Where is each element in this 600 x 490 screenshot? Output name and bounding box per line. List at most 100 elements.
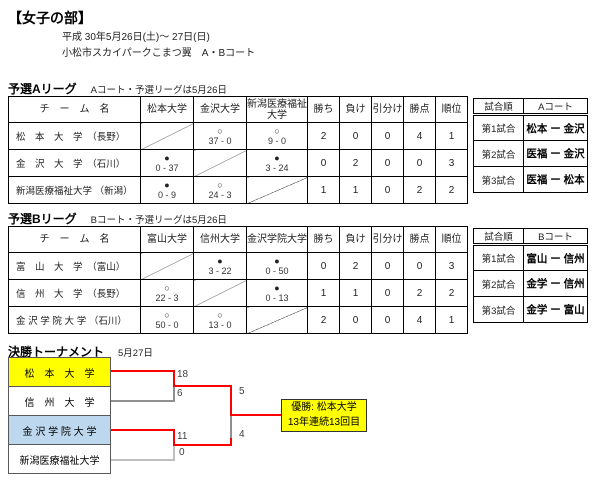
team-name-cell: 信 州 大 学 （長野） (8, 279, 141, 307)
event-date: 平成 30年5月26日(土)～ 27日(日) (62, 32, 210, 43)
team-name-cell: 松 本 大 学 （長野） (8, 122, 141, 150)
match-order-cell: 第3試合 (473, 166, 524, 193)
bracket-final-connector (230, 438, 232, 446)
stat-cell: 2 (403, 176, 436, 204)
stat-cell: 0 (371, 122, 404, 150)
bracket-title: 決勝トーナメント (8, 345, 105, 359)
win-mark: ○ (217, 180, 223, 190)
match-pair-cell: 金学 ー 信州 (523, 270, 588, 297)
stat-cell: 2 (307, 122, 340, 150)
result-cell: ○24 - 3 (193, 176, 247, 204)
result-cell: ●0 - 13 (246, 279, 308, 307)
result-cell: ○37 - 0 (193, 122, 247, 150)
league-b-row: 金 沢 学 院 大 学 （石川） ○50 - 0 ○13 - 0 2 0 0 4… (8, 306, 468, 334)
bracket-heading: 決勝トーナメント 5月27日 (8, 343, 153, 361)
win-mark: ○ (164, 283, 170, 293)
result-score: 13 - 0 (208, 320, 232, 330)
result-score: 0 - 13 (265, 293, 289, 303)
score-final-top: 5 (239, 386, 245, 397)
stat-cell: 1 (435, 306, 468, 334)
stat-cell: 3 (435, 149, 468, 177)
schedule-row: 第3試合 金学 ー 富山 (473, 296, 588, 323)
score-sf2-winner: 11 (177, 431, 188, 442)
champion-line1: 優勝: 松本大学 (291, 402, 357, 413)
bracket-line-sf2-loser (111, 459, 175, 461)
league-a-title: 予選Aリーグ (8, 82, 77, 96)
stat-col-header: 引分け (371, 226, 404, 253)
bracket-connector (173, 429, 175, 445)
stat-cell: 0 (403, 252, 436, 280)
result-score: 0 - 50 (265, 266, 289, 276)
match-pair-cell: 富山 ー 信州 (523, 244, 588, 271)
schedule-row: 第1試合 富山 ー 信州 (473, 244, 588, 271)
match-order-cell: 第2試合 (473, 140, 524, 167)
bracket-line-sf1-winner (111, 370, 175, 372)
stat-cell: 0 (371, 149, 404, 177)
team-name-cell: 新潟医療福祉大学 （新潟） (8, 176, 141, 204)
loss-mark: ● (217, 256, 223, 266)
stat-cell: 0 (371, 252, 404, 280)
bracket-team-label: 松 本 大 学 (24, 368, 95, 380)
event-venue: 小松市スカイパークこまつ翼 A・Bコート (62, 48, 256, 59)
bracket-connector (173, 370, 175, 386)
self-match-cell (246, 306, 308, 334)
league-a-subtitle: Aコート・予選リーグは5月26日 (90, 85, 227, 96)
schedule-row: 第1試合 松本 ー 金沢 (473, 114, 588, 141)
bracket-team-label: 信 州 大 学 (24, 397, 95, 409)
stat-cell: 4 (403, 122, 436, 150)
stat-cell: 2 (435, 279, 468, 307)
stat-col-header: 勝ち (307, 226, 340, 253)
page-title: 【女子の部】 (8, 10, 92, 26)
score-sf1-loser: 6 (177, 388, 183, 399)
team-name-cell: 金 沢 大 学 （石川） (8, 149, 141, 177)
stat-cell: 2 (339, 149, 372, 177)
win-mark: ○ (164, 310, 170, 320)
match-order-cell: 第3試合 (473, 296, 524, 323)
bracket-team-niigata: 新潟医療福祉大学 (8, 444, 111, 474)
stat-cell: 1 (339, 176, 372, 204)
match-order-cell: 第2試合 (473, 270, 524, 297)
opponent-col-header: 富山大学 (140, 226, 194, 253)
result-cell: ○13 - 0 (193, 306, 247, 334)
stat-cell: 1 (307, 176, 340, 204)
loss-mark: ● (274, 256, 280, 266)
league-b-table: チ ー ム 名 富山大学 信州大学 金沢学院大学 勝ち 負け 引分け 勝点 順位… (8, 226, 468, 334)
bracket-connector (173, 386, 175, 402)
result-score: 22 - 3 (155, 293, 179, 303)
stat-cell: 2 (435, 176, 468, 204)
bracket-line-sf2-winner (111, 429, 175, 431)
bracket-team-label: 新潟医療福祉大学 (19, 455, 100, 467)
result-cell: ●0 - 50 (246, 252, 308, 280)
match-pair-cell: 医福 ー 金沢 (523, 140, 588, 167)
league-a-header-row: チ ー ム 名 松本大学 金沢大学 新潟医療福祉大学 勝ち 負け 引分け 勝点 … (8, 96, 468, 123)
score-sf1-winner: 18 (177, 369, 189, 380)
bracket-team-label: 金 沢 学 院 大 学 (22, 426, 97, 438)
match-pair-cell: 金学 ー 富山 (523, 296, 588, 323)
champion-box: 優勝: 松本大学 13年連続13回目 (281, 399, 367, 432)
opponent-col-header: 松本大学 (140, 96, 194, 123)
score-sf2-loser: 0 (179, 447, 185, 458)
bracket-line-sf1-out (173, 385, 232, 387)
bracket-line-sf1-loser (111, 400, 175, 402)
win-mark: ○ (274, 126, 280, 136)
loss-mark: ● (274, 153, 280, 163)
stat-cell: 3 (435, 252, 468, 280)
court-col-header: Bコート (523, 228, 588, 246)
schedule-row: 第2試合 医福 ー 金沢 (473, 140, 588, 167)
opponent-col-header: 新潟医療福祉大学 (246, 96, 308, 123)
league-b-title: 予選Bリーグ (8, 212, 77, 226)
stat-cell: 2 (339, 252, 372, 280)
match-order-cell: 第1試合 (473, 114, 524, 141)
team-col-header: チ ー ム 名 (8, 96, 141, 123)
match-pair-cell: 医福 ー 松本 (523, 166, 588, 193)
bracket-date: 5月27日 (118, 348, 153, 359)
schedule-b-header-row: 試合順 Bコート (473, 228, 588, 246)
score-final-bottom: 4 (239, 429, 245, 440)
bracket-champion-line (230, 414, 281, 416)
opponent-col-header: 金沢学院大学 (246, 226, 308, 253)
schedule-a-table: 試合順 Aコート 第1試合 松本 ー 金沢 第2試合 医福 ー 金沢 第3試合 … (473, 98, 588, 193)
loss-mark: ● (164, 180, 170, 190)
match-pair-cell: 松本 ー 金沢 (523, 114, 588, 141)
stat-cell: 0 (307, 149, 340, 177)
schedule-row: 第2試合 金学 ー 信州 (473, 270, 588, 297)
